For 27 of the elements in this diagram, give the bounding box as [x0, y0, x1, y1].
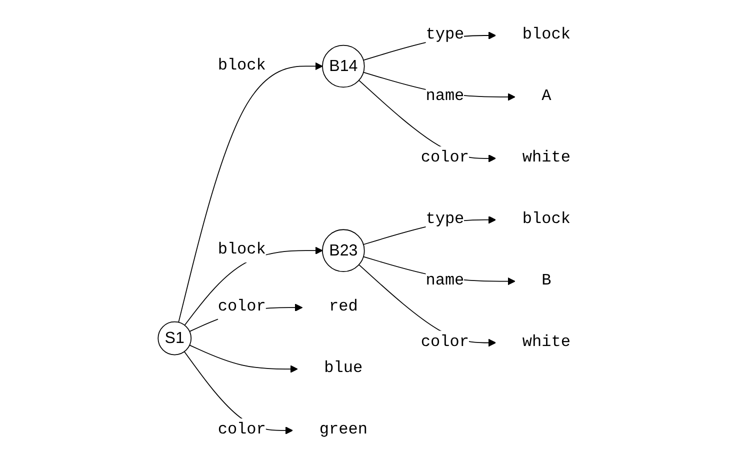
arrow — [358, 80, 496, 162]
edge-label: name — [426, 272, 464, 290]
node-text: B — [542, 272, 552, 290]
edge-label: color — [421, 333, 470, 352]
arrow — [358, 264, 496, 347]
node-text: A — [542, 88, 552, 106]
node-circle: B14 — [322, 44, 366, 88]
edge-label: block — [218, 241, 266, 260]
node-text: block — [522, 26, 571, 44]
edge-label: type — [426, 210, 464, 228]
node-text: white — [522, 333, 571, 352]
arrow — [184, 246, 324, 326]
arrow — [178, 62, 324, 323]
node-text: block — [522, 210, 571, 228]
edge-label: type — [426, 26, 464, 44]
node-text: green — [320, 421, 368, 439]
edge-label: color — [218, 298, 266, 316]
edge-label: block — [218, 56, 266, 75]
node-circle: B23 — [322, 229, 366, 272]
node-circle: S1 — [158, 321, 192, 356]
edge-label: color — [421, 149, 470, 167]
node-text: red — [329, 298, 358, 316]
arrow — [189, 344, 298, 373]
edge-label: color — [218, 421, 266, 439]
edge-label: name — [426, 88, 464, 106]
node-text: white — [522, 149, 571, 167]
node-text: blue — [324, 360, 363, 378]
